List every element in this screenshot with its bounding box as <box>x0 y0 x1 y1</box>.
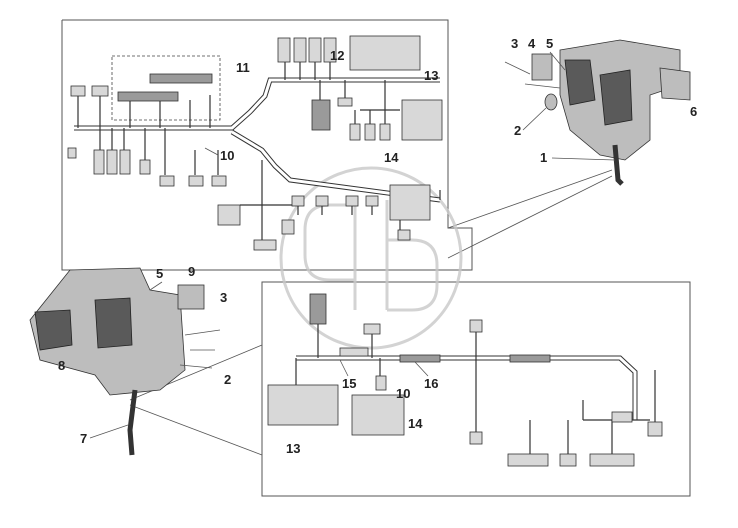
callout-1: 1 <box>540 150 547 165</box>
callouts-upper: 10 13 14 <box>204 68 438 165</box>
lower-callout-13: 13 <box>286 441 300 456</box>
upper-callout-13: 13 <box>424 68 438 83</box>
lower-callout-5: 5 <box>156 266 163 281</box>
upper-harness <box>67 35 443 251</box>
callout-7: 7 <box>80 431 87 446</box>
upper-detail-frame <box>61 19 613 271</box>
callout-16: 16 <box>424 376 438 391</box>
callout-12: 12 <box>330 48 344 63</box>
lower-callout-3: 3 <box>220 290 227 305</box>
lower-callout-2: 2 <box>224 372 231 387</box>
callouts-main: 1 2 3 4 5 6 7 8 9 11 12 16 15 <box>58 36 697 446</box>
lower-callout-14: 14 <box>408 416 423 431</box>
watermark-logo <box>279 166 463 350</box>
callout-3: 3 <box>511 36 518 51</box>
cab-assembly-top-right <box>504 39 691 186</box>
cab-assembly-bottom-left <box>29 267 221 456</box>
upper-callout-14: 14 <box>384 150 399 165</box>
callout-8: 8 <box>58 358 65 373</box>
upper-callout-10: 10 <box>220 148 234 163</box>
callout-9: 9 <box>188 264 195 279</box>
callouts-lower: 5 3 2 10 13 14 <box>149 266 423 456</box>
callout-4: 4 <box>528 36 536 51</box>
callout-5: 5 <box>546 36 553 51</box>
callout-15: 15 <box>342 376 356 391</box>
callout-2: 2 <box>514 123 521 138</box>
lower-callout-10: 10 <box>396 386 410 401</box>
callout-6: 6 <box>690 104 697 119</box>
lower-harness <box>267 293 663 467</box>
callout-11: 11 <box>236 60 250 75</box>
